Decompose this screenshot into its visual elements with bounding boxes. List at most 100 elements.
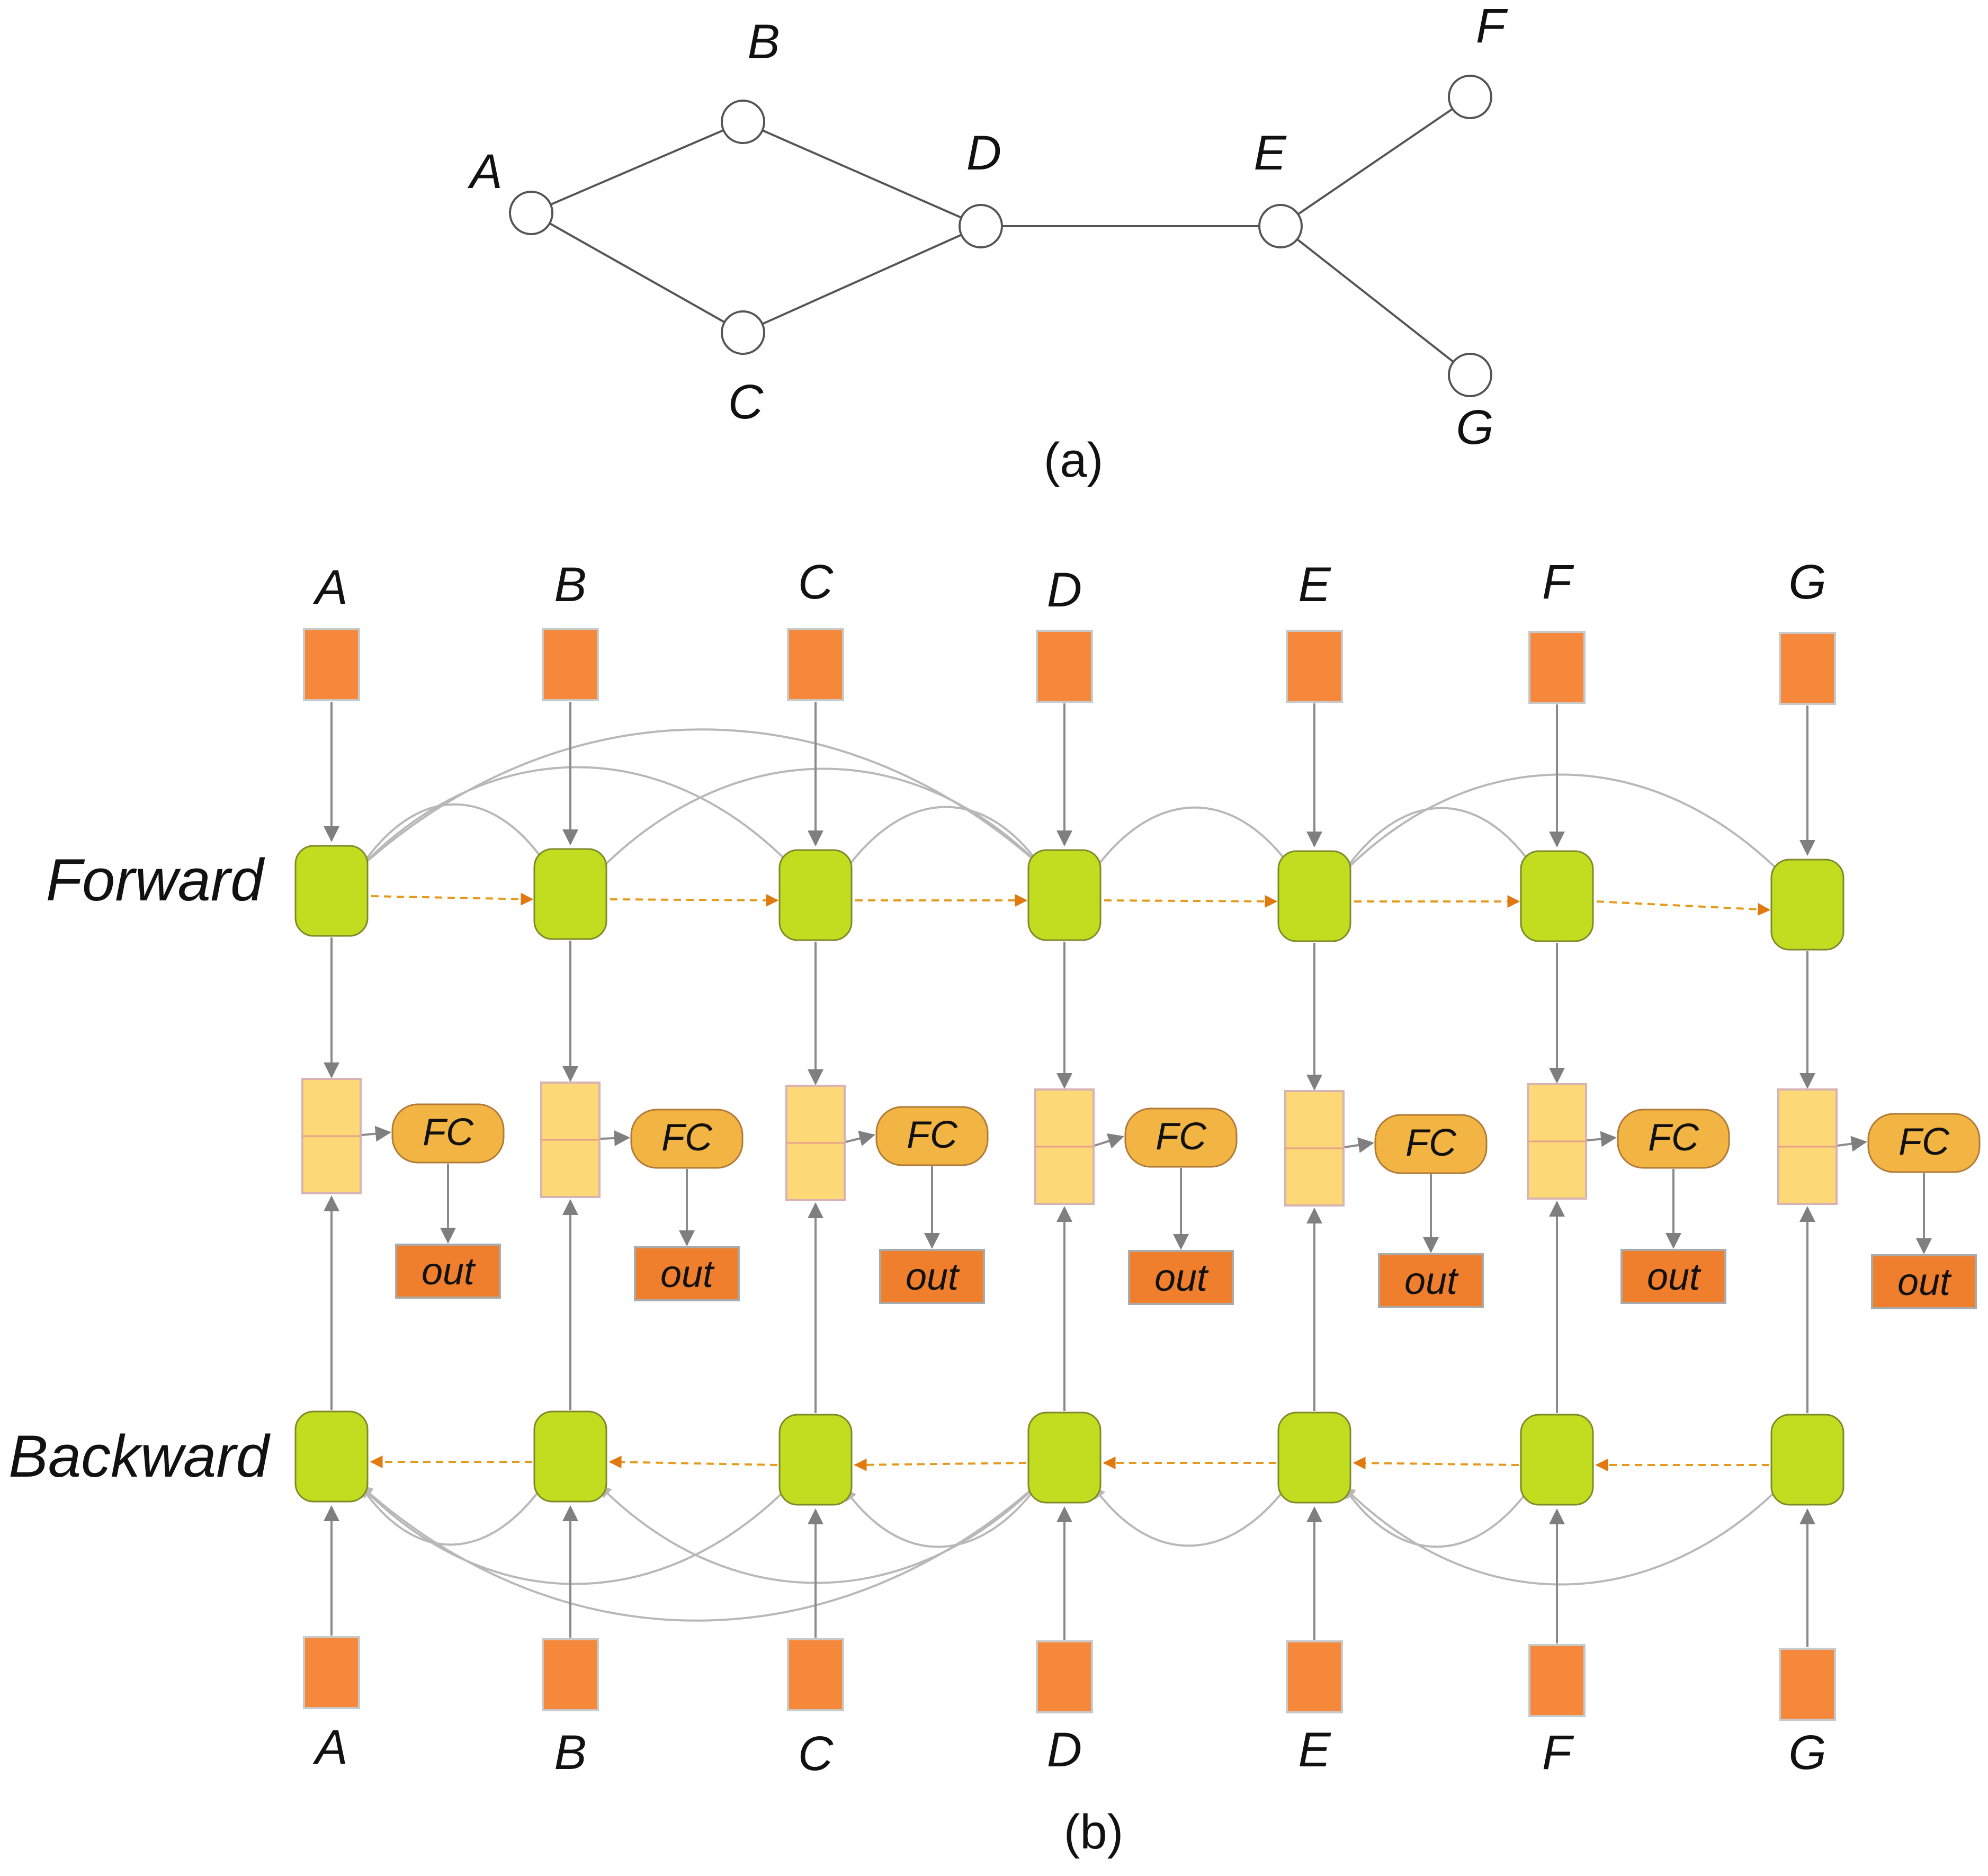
out-block-b xyxy=(634,1246,740,1301)
graph-edge-e-f xyxy=(1297,108,1454,216)
graph-edge-a-c xyxy=(549,222,726,324)
forward-input-c xyxy=(787,628,844,701)
fc-label-g: FC xyxy=(1899,1121,1950,1163)
concat-to-fc-arrow-b xyxy=(600,1130,630,1147)
column-top-label-g: G xyxy=(1788,555,1826,609)
forward-cell-g xyxy=(1770,859,1844,951)
forward-input-b xyxy=(542,628,599,701)
fc-block-a xyxy=(391,1103,505,1164)
out-label-e: out xyxy=(1404,1260,1459,1302)
out-label-a: out xyxy=(422,1250,476,1293)
backward-skip-link-e-d xyxy=(1092,1480,1292,1547)
forward-label: Forward xyxy=(46,847,265,913)
column-top-label-d: D xyxy=(1047,563,1082,617)
forward-chain-a-b xyxy=(371,892,534,906)
backward-cell-g xyxy=(1770,1414,1844,1506)
graph-node-label-f: F xyxy=(1476,0,1508,53)
concat-to-fc-arrow-c xyxy=(845,1130,875,1147)
fc-block-d xyxy=(1124,1107,1238,1168)
graph-edge-b-d xyxy=(762,129,962,219)
column-bottom-label-c: C xyxy=(798,1727,834,1781)
graph-node-a xyxy=(509,191,553,235)
backward-skip-link-d-c xyxy=(844,1480,1042,1548)
backward-skip-link-f-e xyxy=(1342,1482,1534,1548)
column-top-label-e: E xyxy=(1298,558,1331,612)
concat-to-fc-arrow-g xyxy=(1837,1136,1867,1152)
backward-cell-d xyxy=(1027,1412,1102,1504)
backward-chain-c-b xyxy=(608,1455,778,1469)
forward-cell-b xyxy=(533,848,607,940)
forward-input-f xyxy=(1528,631,1586,704)
forward-cell-a xyxy=(294,845,369,937)
forward-input-a xyxy=(303,628,360,701)
graph-node-label-e: E xyxy=(1253,126,1287,180)
fc-label-f: FC xyxy=(1648,1116,1699,1159)
out-block-a xyxy=(395,1244,501,1299)
fc-label-e: FC xyxy=(1405,1122,1457,1164)
forward-chain-f-g xyxy=(1596,900,1771,916)
column-top-label-c: C xyxy=(798,555,834,609)
column-top-label-a: A xyxy=(312,560,347,614)
column-top-label-f: F xyxy=(1542,555,1574,609)
out-block-g xyxy=(1871,1254,1977,1309)
forward-skip-link-e-g xyxy=(1342,773,1785,877)
fc-label-a: FC xyxy=(423,1111,474,1154)
fc-label-d: FC xyxy=(1156,1115,1207,1158)
column-bottom-label-e: E xyxy=(1298,1723,1331,1777)
forward-input-e xyxy=(1286,630,1343,703)
forward-chain-d-e xyxy=(1104,895,1278,908)
graph-edge-e-g xyxy=(1296,238,1454,363)
backward-cell-b xyxy=(533,1410,607,1503)
backward-input-e xyxy=(1286,1640,1343,1713)
graph-node-label-b: B xyxy=(747,15,780,69)
backward-chain-d-c xyxy=(854,1458,1027,1471)
backward-input-a xyxy=(303,1636,360,1709)
graph-node-d xyxy=(959,204,1003,248)
column-bottom-label-d: D xyxy=(1047,1723,1082,1777)
fc-block-g xyxy=(1867,1113,1981,1173)
forward-skip-link-d-e xyxy=(1092,806,1292,872)
backward-skip-link-b-a xyxy=(360,1479,548,1546)
backward-cell-a xyxy=(294,1410,369,1503)
out-label-b: out xyxy=(660,1253,715,1296)
backward-skip-link-d-b xyxy=(598,1480,1042,1584)
graph-node-label-a: A xyxy=(467,145,502,199)
forward-skip-link-c-d xyxy=(844,806,1042,872)
graph-node-e xyxy=(1258,204,1303,248)
forward-skip-link-a-c xyxy=(360,766,793,868)
graph-edge-c-d xyxy=(762,234,962,325)
forward-cell-e xyxy=(1277,850,1351,942)
out-block-d xyxy=(1128,1250,1234,1305)
backward-chain-f-e xyxy=(1353,1457,1519,1470)
graph-node-label-d: D xyxy=(966,126,1001,180)
out-block-e xyxy=(1378,1253,1484,1308)
fc-block-e xyxy=(1374,1114,1488,1174)
forward-skip-link-e-f xyxy=(1342,807,1534,873)
forward-skip-link-a-b xyxy=(360,803,548,868)
caption-b: (b) xyxy=(1064,1805,1123,1859)
out-block-c xyxy=(879,1249,985,1304)
concat-to-fc-arrow-e xyxy=(1344,1137,1374,1153)
graph-edge-a-b xyxy=(550,129,724,206)
column-bottom-label-f: F xyxy=(1542,1726,1574,1780)
fc-block-b xyxy=(630,1109,744,1169)
backward-cell-c xyxy=(778,1414,853,1506)
backward-cell-f xyxy=(1520,1414,1594,1506)
graph-node-f xyxy=(1448,75,1492,119)
graph-node-label-c: C xyxy=(728,375,764,429)
forward-cell-f xyxy=(1520,850,1594,942)
backward-input-g xyxy=(1779,1648,1836,1721)
fc-block-f xyxy=(1617,1109,1730,1169)
caption-a: (a) xyxy=(1044,433,1103,487)
out-label-d: out xyxy=(1154,1257,1209,1299)
graph-node-g xyxy=(1448,353,1492,397)
fc-label-c: FC xyxy=(907,1114,958,1156)
backward-input-d xyxy=(1036,1640,1093,1713)
forward-cell-c xyxy=(778,849,853,941)
backward-cell-e xyxy=(1277,1412,1351,1504)
concat-to-fc-arrow-d xyxy=(1094,1133,1124,1149)
out-block-f xyxy=(1620,1249,1726,1304)
